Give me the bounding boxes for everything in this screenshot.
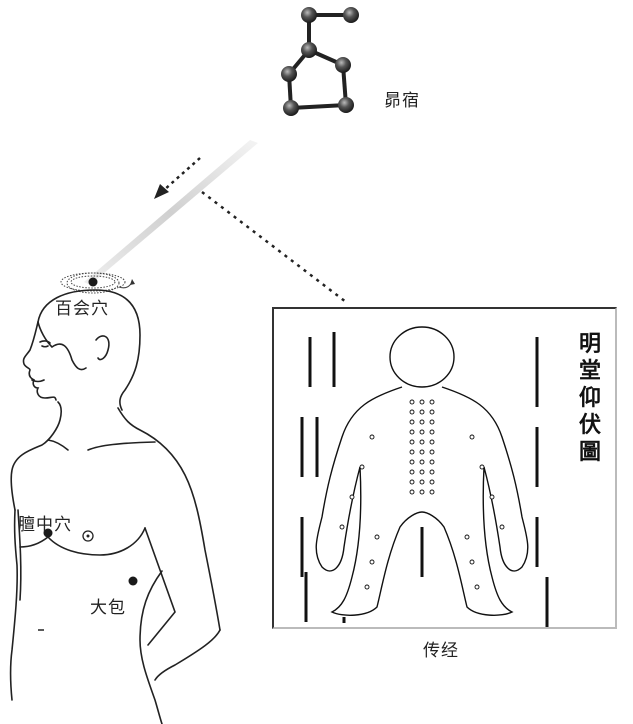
nipple-marker	[82, 530, 94, 542]
baihui-point	[88, 277, 98, 287]
shanzhong-point	[43, 528, 53, 538]
star-icons	[281, 7, 359, 116]
ring-arrow-head	[130, 279, 135, 285]
dabao-point	[128, 576, 138, 586]
incoming-arrow	[154, 157, 201, 199]
outgoing-dotted-line	[201, 191, 347, 303]
shanzhong-label: 膻中穴	[18, 515, 72, 535]
human-figure	[9, 289, 221, 724]
meridian-figure-illustration	[300, 326, 549, 627]
baihui-label: 百会穴	[55, 299, 109, 319]
chart-title: 明堂仰伏圖	[578, 331, 601, 465]
constellation-label: 昴宿	[384, 91, 420, 111]
chart-caption: 传经	[423, 641, 459, 661]
light-beam	[84, 140, 258, 285]
dabao-label: 大包	[90, 598, 126, 618]
meridian-chart-panel: 明堂仰伏圖	[272, 307, 617, 629]
baihui-rings	[60, 272, 126, 294]
nipple-dot	[86, 534, 90, 538]
